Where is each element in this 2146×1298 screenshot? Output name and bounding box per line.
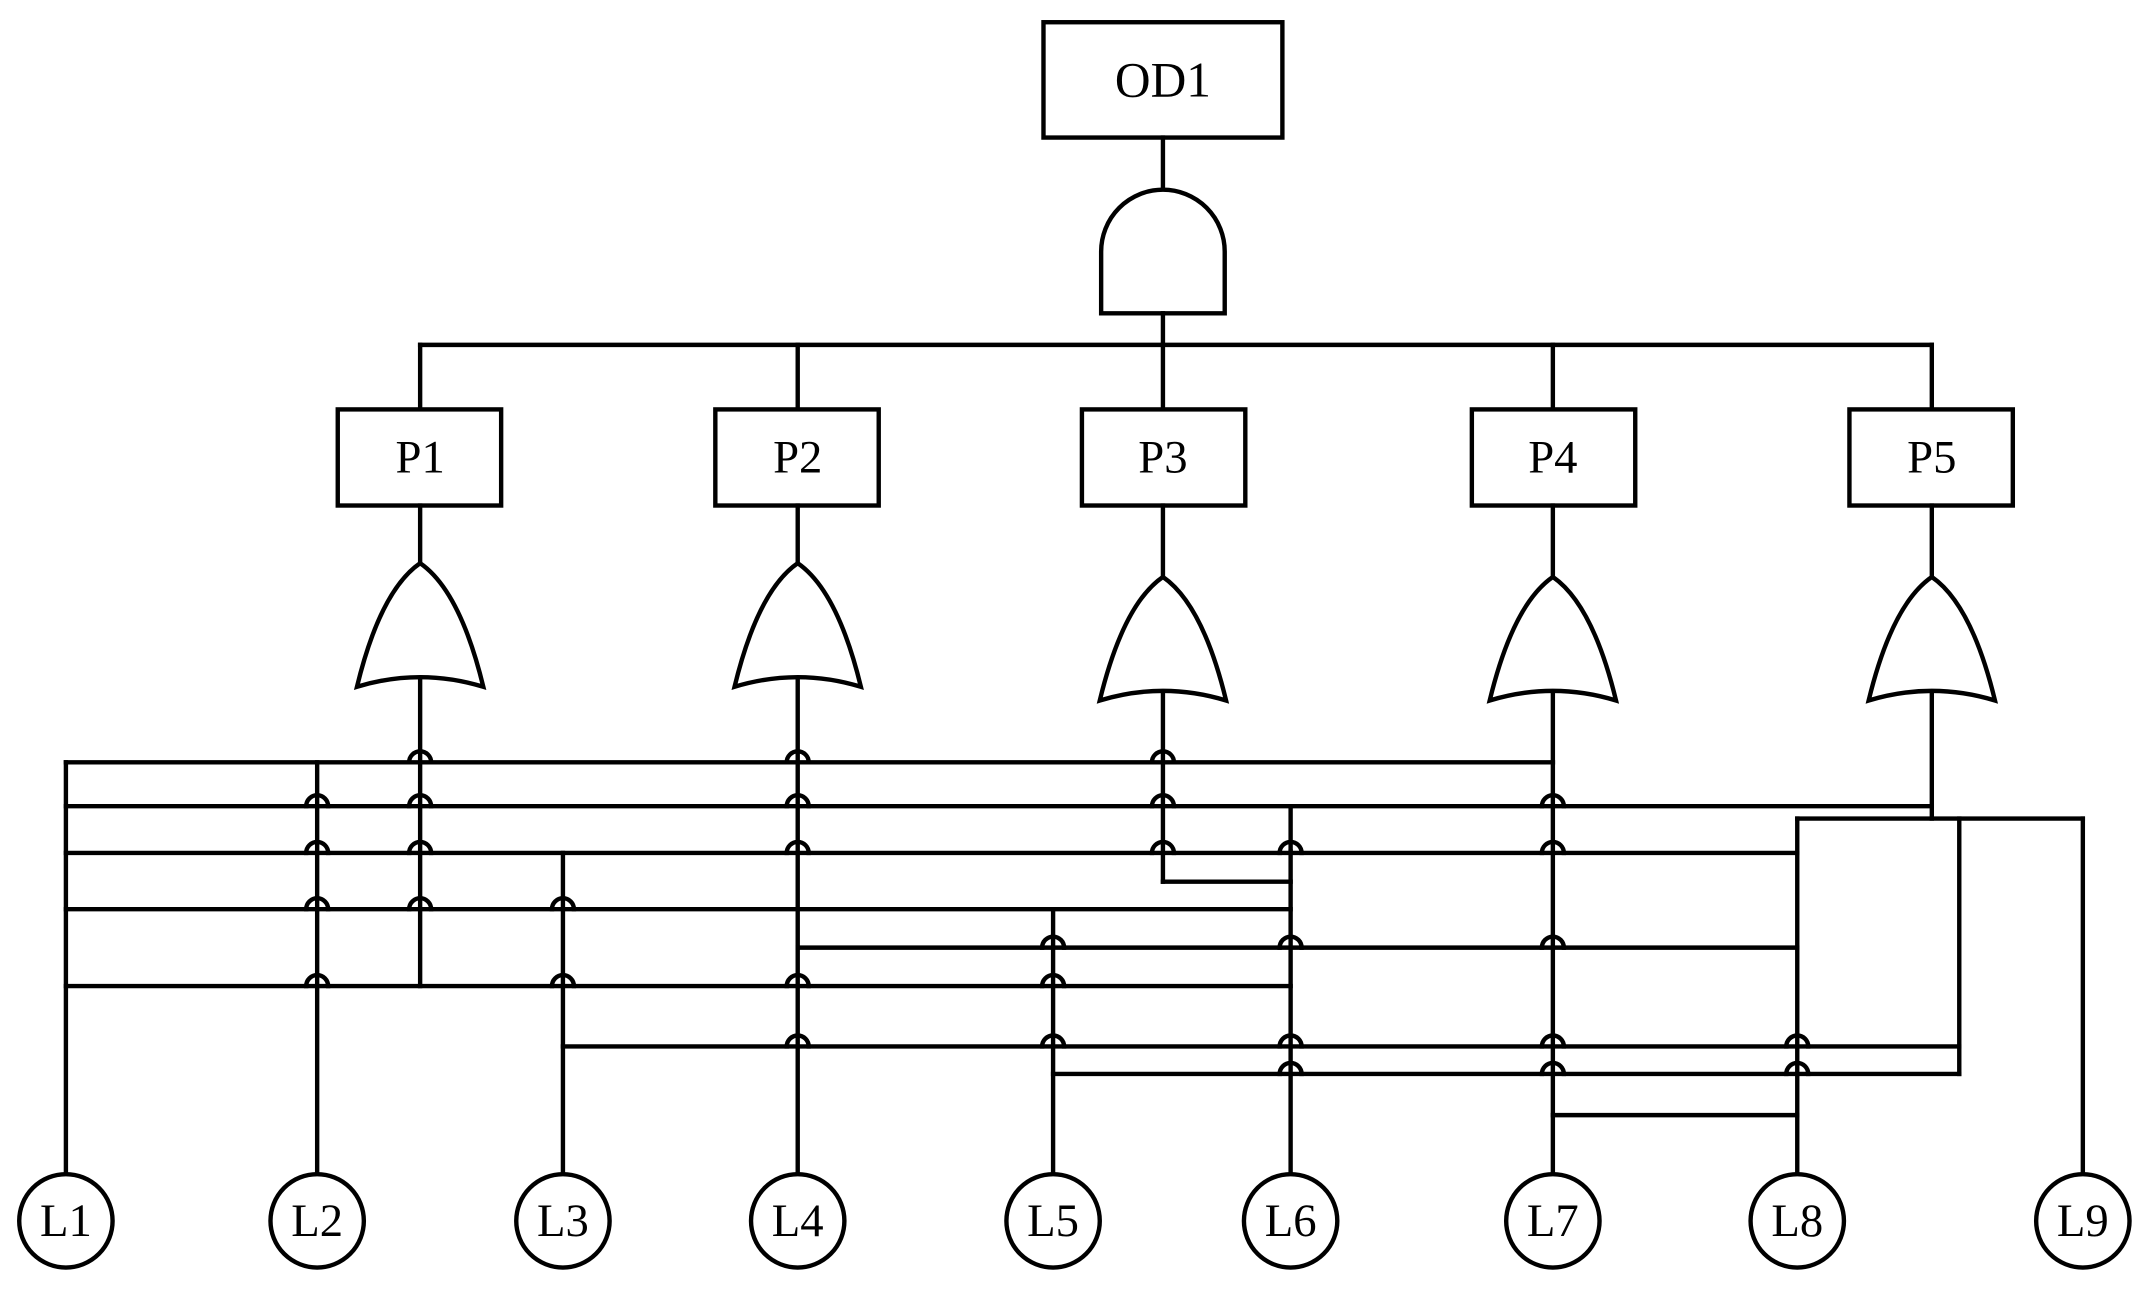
event-label-p5: P5: [1907, 431, 1956, 483]
basic-event-label-l2: L2: [291, 1195, 343, 1247]
top-event: OD1: [1041, 20, 1285, 140]
basic-event-label-l3: L3: [537, 1195, 589, 1247]
bus-wires: [63, 760, 2086, 1118]
event-label-p3: P3: [1138, 431, 1187, 483]
wire-crossover-hops: [303, 749, 1811, 1077]
intermediate-event-p2: P2: [713, 407, 881, 508]
intermediate-event-p4: P4: [1469, 407, 1638, 508]
or-gate-icon-p5: [1865, 574, 1999, 704]
basic-event-l1: L1: [17, 1171, 115, 1270]
basic-event-l5: L5: [1004, 1171, 1102, 1270]
basic-event-l7: L7: [1503, 1171, 1602, 1270]
basic-event-label-l1: L1: [40, 1195, 92, 1247]
intermediate-event-p1: P1: [335, 407, 504, 508]
and-gate-icon: [1098, 187, 1227, 316]
top-event-label: OD1: [1115, 52, 1211, 107]
or-gate-icon-p4: [1486, 574, 1620, 704]
basic-event-l6: L6: [1241, 1171, 1340, 1270]
basic-event-label-l4: L4: [772, 1195, 824, 1247]
basic-event-label-l8: L8: [1771, 1195, 1823, 1247]
basic-event-wires: [63, 760, 2086, 1177]
basic-event-l9: L9: [2033, 1171, 2132, 1270]
basic-event-label-l6: L6: [1265, 1195, 1317, 1247]
basic-event-l8: L8: [1748, 1171, 1847, 1270]
event-label-p1: P1: [395, 431, 444, 483]
basic-event-label-l9: L9: [2057, 1195, 2109, 1247]
basic-event-label-l5: L5: [1027, 1195, 1079, 1247]
basic-event-l2: L2: [268, 1171, 367, 1270]
basic-event-l4: L4: [748, 1171, 847, 1270]
or-gate-icon-p2: [731, 560, 864, 690]
top-event-box: [1041, 20, 1285, 140]
basic-event-label-l7: L7: [1527, 1195, 1579, 1247]
intermediate-event-p3: P3: [1079, 407, 1248, 508]
event-label-p2: P2: [773, 431, 822, 483]
event-label-p4: P4: [1528, 431, 1577, 483]
basic-event-l3: L3: [514, 1171, 612, 1270]
or-gate-icon-p3: [1096, 574, 1230, 704]
intermediate-event-p5: P5: [1847, 407, 2016, 508]
or-gate-icon-p1: [353, 560, 487, 690]
gate-connection-wires: [417, 676, 1935, 989]
